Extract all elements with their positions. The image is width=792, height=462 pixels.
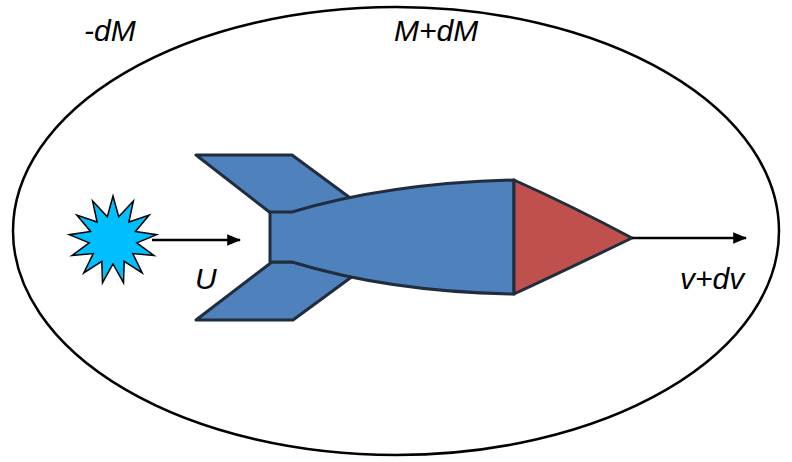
velocity-arrow <box>632 237 746 240</box>
rocket-velocity-label: v+dv <box>678 262 746 296</box>
system-boundary <box>13 7 779 455</box>
rocket-body <box>270 180 514 294</box>
exhaust-burst <box>69 196 156 283</box>
exhaust-velocity-label: U <box>193 262 219 296</box>
exhaust-velocity-arrow <box>152 239 240 242</box>
mass-ejected-label: -dM <box>82 14 138 48</box>
rocket-nose <box>514 180 632 294</box>
rocket-mass-label: M+dM <box>392 14 480 48</box>
